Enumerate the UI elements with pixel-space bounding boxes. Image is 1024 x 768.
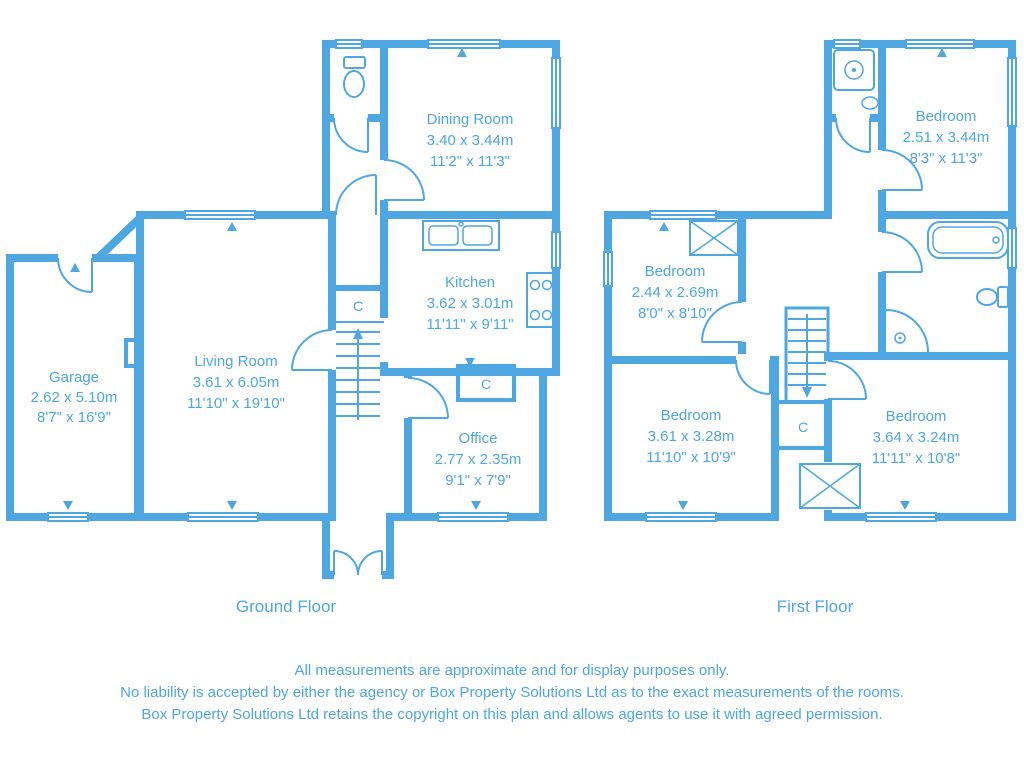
room-name: Bedroom xyxy=(916,108,977,125)
ground-floor-title: Ground Floor xyxy=(236,597,336,616)
room-name: Bedroom xyxy=(645,263,706,280)
room-dim-metric: 2.51 x 3.44m xyxy=(903,129,990,146)
ground-floor-window-midlines xyxy=(48,43,557,518)
room-dim-metric: 2.77 x 2.35m xyxy=(435,451,522,468)
stairs-icon xyxy=(788,314,826,398)
room-name: Kitchen xyxy=(445,274,495,291)
room-dim-imperial: 8'7" x 16'9" xyxy=(37,409,111,426)
toilet-icon xyxy=(343,56,366,98)
kitchen-sink-icon xyxy=(422,220,500,251)
room-label-dining-room: Dining Room 3.40 x 3.44m 11'2" x 11'3" xyxy=(427,111,514,170)
cupboard-label: C xyxy=(798,419,808,435)
room-name: Dining Room xyxy=(427,111,514,128)
ground-floor-plan: Garage 2.62 x 5.10m 8'7" x 16'9" Living … xyxy=(6,38,562,581)
room-dim-metric: 3.64 x 3.24m xyxy=(873,429,960,446)
room-dim-metric: 2.44 x 2.69m xyxy=(632,284,719,301)
room-dim-metric: 3.61 x 6.05m xyxy=(193,374,280,391)
cupboard-label: C xyxy=(353,298,363,314)
room-dim-imperial: 11'11" x 9'11" xyxy=(426,316,513,333)
stairs-icon xyxy=(332,321,384,420)
bathtub-icon xyxy=(927,221,1009,259)
shower-tray-icon xyxy=(833,49,875,91)
first-floor-doors xyxy=(701,117,923,400)
room-label-bedroom-1: Bedroom 2.51 x 3.44m 8'3" x 11'3" xyxy=(903,108,990,167)
room-name: Bedroom xyxy=(886,408,947,425)
hob-icon xyxy=(526,272,556,328)
stair-arrow-head xyxy=(802,387,812,398)
corner-shower-icon xyxy=(885,309,929,353)
room-dim-imperial: 8'3" x 11'3" xyxy=(910,150,983,167)
room-name: Office xyxy=(459,430,498,447)
stair-arrow-head xyxy=(353,328,363,339)
room-dim-imperial: 8'0" x 8'10" xyxy=(638,305,712,322)
cupboard-label: C xyxy=(481,376,491,392)
first-floor-window-midlines xyxy=(607,43,1013,518)
room-label-bedroom-3: Bedroom 3.61 x 3.28m 11'10" x 10'9" xyxy=(646,407,736,466)
chimney-breast xyxy=(124,338,142,368)
first-floor-plan: Bedroom 2.51 x 3.44m 8'3" x 11'3" Bedroo… xyxy=(602,38,1018,523)
room-dim-metric: 3.40 x 3.44m xyxy=(427,132,514,149)
room-dim-imperial: 11'2" x 11'3" xyxy=(430,153,510,170)
room-name: Bedroom xyxy=(661,407,722,424)
disclaimer: All measurements are approximate and for… xyxy=(120,662,904,723)
disclaimer-line: No liability is accepted by either the a… xyxy=(120,684,904,701)
wardrobe-icon xyxy=(799,463,861,509)
disclaimer-line: Box Property Solutions Ltd retains the c… xyxy=(141,706,882,723)
first-floor-windows xyxy=(603,39,1017,522)
room-label-bedroom-2: Bedroom 2.44 x 2.69m 8'0" x 8'10" xyxy=(632,263,719,322)
dimension-arrows xyxy=(63,48,481,510)
stairwell-box xyxy=(784,306,830,404)
room-name: Living Room xyxy=(194,353,277,370)
room-label-kitchen: Kitchen 3.62 x 3.01m 11'11" x 9'11" xyxy=(426,274,513,333)
first-floor-title: First Floor xyxy=(777,597,854,616)
room-dim-imperial: 11'10" x 10'9" xyxy=(646,449,736,466)
cupboard-box xyxy=(456,364,516,402)
toilet-icon xyxy=(976,286,1009,308)
room-dim-imperial: 11'10" x 19'10" xyxy=(187,395,285,412)
room-dim-metric: 2.62 x 5.10m xyxy=(31,389,118,406)
room-label-living-room: Living Room 3.61 x 6.05m 11'10" x 19'10" xyxy=(187,353,285,412)
ground-floor-doors xyxy=(57,117,449,576)
room-dim-metric: 3.61 x 3.28m xyxy=(648,428,735,445)
ground-floor-windows xyxy=(47,39,561,522)
disclaimer-line: All measurements are approximate and for… xyxy=(295,662,730,679)
wardrobe-icon xyxy=(689,220,739,256)
room-dim-metric: 3.62 x 3.01m xyxy=(427,295,514,312)
room-label-garage: Garage 2.62 x 5.10m 8'7" x 16'9" xyxy=(31,369,118,426)
basin-icon xyxy=(861,96,879,110)
room-name: Garage xyxy=(49,369,99,386)
room-label-bedroom-4: Bedroom 3.64 x 3.24m 11'11" x 10'8" xyxy=(872,408,960,467)
room-label-office: Office 2.77 x 2.35m 9'1" x 7'9" xyxy=(435,430,522,489)
room-dim-imperial: 9'1" x 7'9" xyxy=(445,472,511,489)
room-dim-imperial: 11'11" x 10'8" xyxy=(872,450,960,467)
